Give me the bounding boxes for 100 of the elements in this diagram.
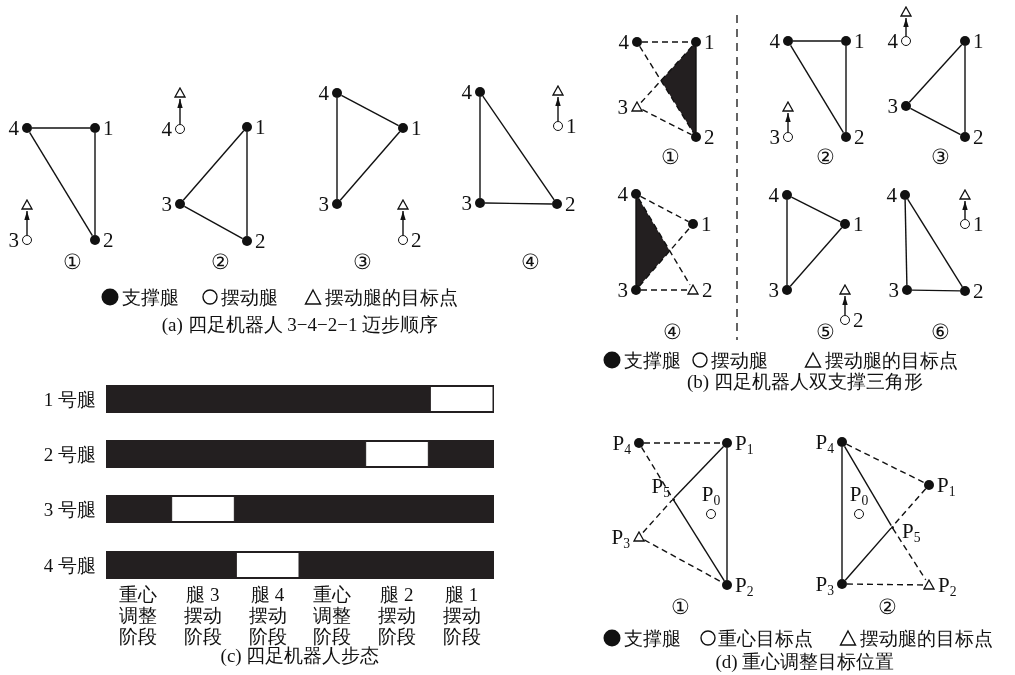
- target-triangle: [397, 199, 409, 210]
- panel-number: ①: [660, 146, 680, 168]
- point-label: 2: [411, 229, 422, 251]
- connector-line: [339, 131, 401, 201]
- filled-dot: [691, 132, 701, 142]
- target-triangle: [923, 579, 935, 590]
- filled-dot: [175, 199, 185, 209]
- connector-line: [336, 97, 338, 200]
- point-label: P$_{4}$: [815, 431, 834, 453]
- point-label: 2: [973, 126, 984, 148]
- figure-caption: (c) 四足机器人步态: [220, 645, 380, 665]
- target-triangle: [552, 85, 564, 96]
- figure-caption: (a) 四足机器人 3−4−2−1 迈步顺序: [161, 314, 439, 334]
- filled-dot: [90, 235, 100, 245]
- point-label: 1: [973, 213, 984, 235]
- point-label: 1: [566, 115, 577, 137]
- filled-dot: [552, 199, 562, 209]
- filled-dot: [691, 37, 701, 47]
- point-label: 4: [769, 30, 780, 52]
- point-label: 1: [411, 117, 422, 139]
- connector-line: [639, 195, 690, 223]
- target-triangle: [633, 531, 645, 542]
- filled-dot: [90, 123, 100, 133]
- point-label: 3: [888, 279, 899, 301]
- connector-line: [640, 45, 694, 104]
- point-label: P$_{1}$: [937, 474, 956, 496]
- panel-number: ③: [930, 146, 950, 168]
- point-label: 2: [565, 193, 576, 215]
- connector-line: [846, 583, 924, 586]
- arrow: [24, 210, 30, 236]
- row-label: 3 号腿: [43, 499, 96, 519]
- point-label: 3: [768, 279, 779, 301]
- target-triangle: [631, 101, 643, 112]
- legend-text: 摆动腿的目标点: [860, 628, 993, 648]
- junction-dot: [671, 497, 675, 501]
- connector-line: [94, 132, 96, 236]
- row-label: 1 号腿: [43, 389, 96, 409]
- connector-line: [640, 289, 688, 291]
- filled-dot: [722, 580, 732, 590]
- junction-dot: [890, 525, 894, 529]
- filled-dot: [900, 190, 910, 200]
- figure-caption: (d) 重心调整目标位置: [715, 651, 895, 671]
- point-label: 3: [161, 193, 172, 215]
- point-label: P$_{2}$: [735, 574, 754, 596]
- connector-line: [845, 45, 847, 133]
- target-triangle: [687, 284, 699, 295]
- filled-dot: [782, 190, 792, 200]
- point-label: P$_{2}$: [938, 574, 957, 596]
- point-label: 3: [617, 96, 628, 118]
- connector-line: [841, 446, 843, 580]
- hollow-circle: [175, 124, 185, 134]
- panel-number: ②: [877, 596, 897, 618]
- target-triangle: [959, 189, 971, 200]
- panel-number: ②: [210, 251, 230, 273]
- hollow-circle: [854, 509, 864, 519]
- filled-dot: [841, 36, 851, 46]
- arrow: [842, 295, 848, 316]
- connector-line: [844, 527, 892, 581]
- filled-dot: [475, 87, 485, 97]
- point-label: 1: [103, 117, 114, 139]
- point-label: 2: [973, 280, 984, 302]
- connector-line: [340, 94, 400, 127]
- filled-dot: [901, 101, 911, 111]
- filled-dot: [632, 37, 642, 47]
- filled-dot: [634, 438, 644, 448]
- connector-line: [638, 45, 695, 134]
- hollow-circle: [553, 121, 563, 131]
- filled-dot: [837, 437, 847, 447]
- filled-dot: [840, 219, 850, 229]
- filled-dot: [332, 199, 342, 209]
- arrow: [962, 200, 968, 220]
- point-label: 2: [853, 309, 864, 331]
- connector-line: [479, 96, 481, 199]
- panel-number: ⑤: [815, 321, 835, 343]
- connector-line: [673, 499, 726, 582]
- point-label: 4: [8, 117, 19, 139]
- hollow-circle: [706, 509, 716, 519]
- connector-line: [964, 45, 966, 133]
- point-label: 3: [8, 229, 19, 251]
- point-label: 4: [618, 31, 629, 53]
- legend-text: 摆动腿: [711, 350, 768, 370]
- point-label: 3: [318, 193, 329, 215]
- point-label: 4: [161, 118, 172, 140]
- connector-line: [641, 109, 693, 136]
- connector-line: [638, 227, 691, 287]
- filled-dot: [475, 198, 485, 208]
- connector-line: [482, 95, 555, 201]
- connector-line: [673, 445, 725, 499]
- connector-line: [906, 198, 964, 288]
- panel-number: ②: [815, 146, 835, 168]
- filled-dot: [902, 285, 912, 295]
- target-triangle: [839, 284, 851, 295]
- filled-dot: [783, 36, 793, 46]
- filled-dot: [631, 285, 641, 295]
- filled-dot: [242, 122, 252, 132]
- target-triangle: [782, 101, 794, 112]
- point-label: 4: [887, 30, 898, 52]
- point-label: 2: [702, 279, 713, 301]
- panel-number: ④: [662, 321, 682, 343]
- point-label: 2: [704, 126, 715, 148]
